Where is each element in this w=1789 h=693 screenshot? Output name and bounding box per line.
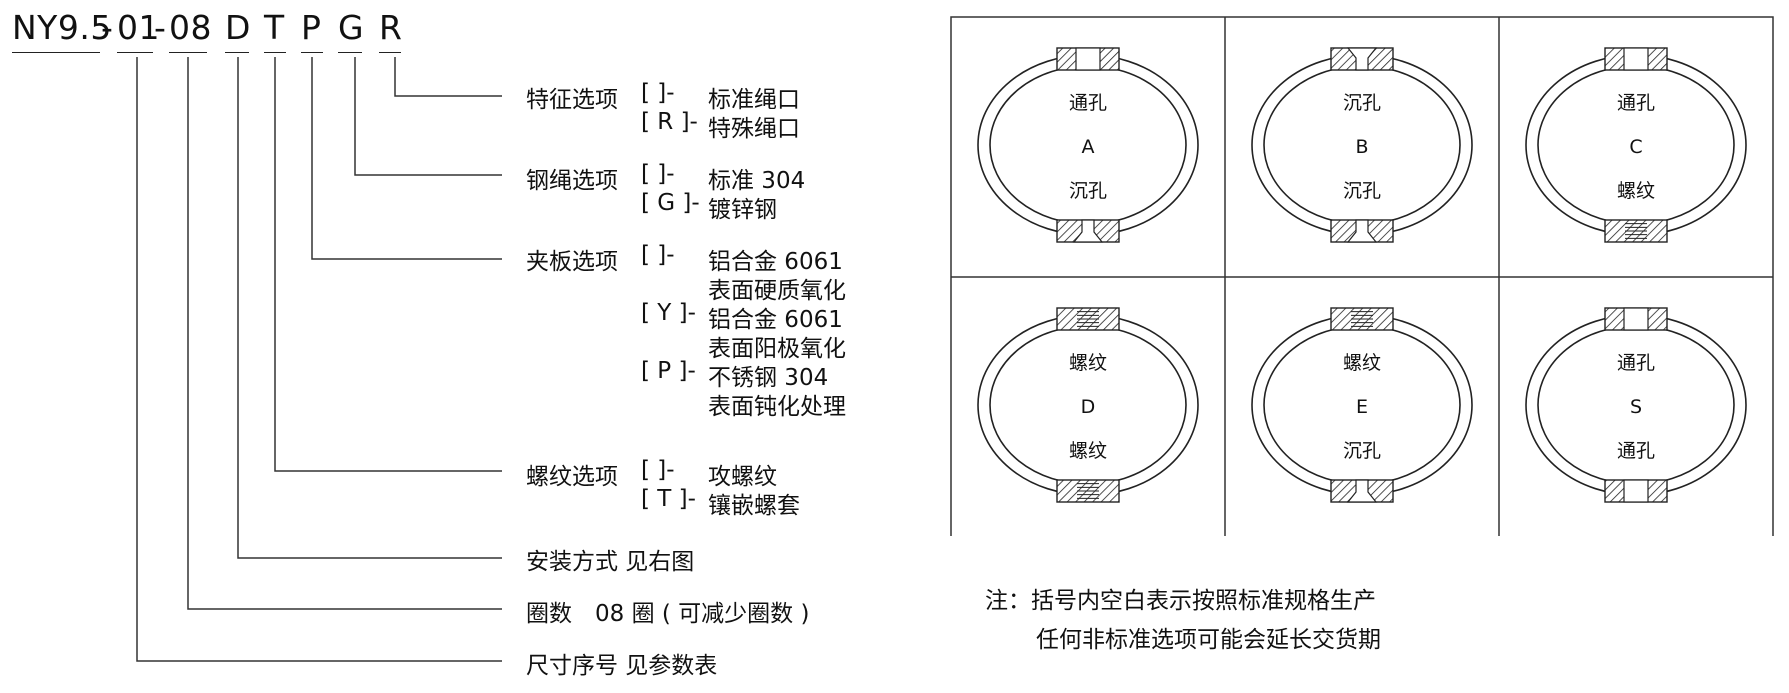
option-code: [ Y ]-	[641, 300, 696, 326]
mount-cell-s: 通孔 S 通孔	[1525, 307, 1747, 503]
option-code: [ ]-	[641, 161, 675, 187]
mount-cell-d: 螺纹 D 螺纹	[977, 307, 1199, 503]
clamp-block	[1604, 307, 1668, 331]
option-desc: 标准 304	[708, 168, 806, 194]
option-size: 尺寸序号 见参数表	[526, 653, 718, 679]
clamp-block	[1330, 219, 1394, 243]
option-desc: 不锈钢 304	[708, 365, 829, 391]
note-line-1: 注：括号内空白表示按照标准规格生产	[985, 588, 1376, 614]
mount-cell-e: 螺纹 E 沉孔	[1251, 307, 1473, 503]
cell-top-label: 通孔	[1617, 92, 1655, 114]
cell-letter: C	[1629, 136, 1642, 158]
note-line-2: 任何非标准选项可能会延长交货期	[1036, 627, 1381, 653]
option-desc-2: 表面钝化处理	[708, 394, 846, 420]
mount-cell-b: 沉孔 B 沉孔	[1251, 47, 1473, 243]
leader-mount	[237, 57, 502, 559]
cell-top-label: 通孔	[1617, 352, 1655, 374]
leader-size	[136, 57, 502, 662]
option-code: [ ]-	[641, 457, 675, 483]
option-desc: 镶嵌螺套	[708, 493, 800, 519]
code-feature: R	[379, 8, 403, 47]
underline-wire	[338, 52, 362, 53]
cell-bottom-label: 沉孔	[1343, 440, 1381, 462]
option-desc-2: 表面阳极氧化	[708, 336, 846, 362]
leader-wire	[354, 57, 502, 176]
code-series: 01	[117, 8, 160, 47]
option-wire-title: 钢绳选项	[526, 168, 618, 194]
option-code: [ R ]-	[641, 109, 698, 135]
cell-top-label: 螺纹	[1069, 352, 1107, 374]
clamp-block	[1330, 479, 1394, 503]
underline-series	[117, 52, 153, 53]
underline-mount	[225, 52, 249, 53]
clamp-block	[1604, 479, 1668, 503]
option-plate-title: 夹板选项	[526, 249, 618, 275]
clamp-block	[1056, 219, 1120, 243]
cell-letter: S	[1630, 396, 1642, 418]
cell-bottom-label: 沉孔	[1069, 180, 1107, 202]
leader-thread	[274, 57, 502, 472]
option-code: [ ]-	[641, 242, 675, 268]
cell-bottom-label: 通孔	[1617, 440, 1655, 462]
clamp-block	[1330, 307, 1394, 331]
option-desc: 标准绳口	[708, 87, 800, 113]
cell-letter: D	[1081, 396, 1096, 418]
code-wire: G	[338, 8, 365, 47]
code-size: NY9.5	[12, 8, 112, 47]
cell-bottom-label: 螺纹	[1617, 180, 1655, 202]
cell-bottom-label: 沉孔	[1343, 180, 1381, 202]
option-desc-2: 表面硬质氧化	[708, 278, 846, 304]
cell-letter: E	[1356, 396, 1368, 418]
clamp-block	[1604, 47, 1668, 71]
option-mount: 安装方式 见右图	[526, 549, 695, 575]
cell-top-label: 螺纹	[1343, 352, 1381, 374]
cell-top-label: 通孔	[1069, 92, 1107, 114]
leader-feature	[394, 57, 502, 97]
option-code: [ T ]-	[641, 486, 696, 512]
code-mount: D	[225, 8, 251, 47]
option-desc: 特殊绳口	[708, 116, 800, 142]
option-code: [ ]-	[641, 80, 675, 106]
code-thread: T	[264, 8, 285, 47]
underline-thread	[264, 52, 286, 53]
underline-feature	[379, 52, 401, 53]
cell-top-label: 沉孔	[1343, 92, 1381, 114]
option-desc: 镀锌钢	[708, 197, 777, 223]
option-feature-title: 特征选项	[526, 87, 618, 113]
clamp-block	[1056, 479, 1120, 503]
underline-coils	[169, 52, 207, 53]
underline-size	[12, 52, 100, 53]
code-dash-2: -	[154, 8, 167, 47]
leader-plate	[311, 57, 502, 260]
cell-letter: A	[1082, 136, 1095, 158]
clamp-block	[1330, 47, 1394, 71]
clamp-block	[1604, 219, 1668, 243]
option-desc: 攻螺纹	[708, 464, 777, 490]
code-plate: P	[301, 8, 322, 47]
option-thread-title: 螺纹选项	[526, 464, 618, 490]
option-desc: 铝合金 6061	[708, 249, 843, 275]
clamp-block	[1056, 47, 1120, 71]
mount-cell-c: 通孔 C 螺纹	[1525, 47, 1747, 243]
option-desc: 铝合金 6061	[708, 307, 843, 333]
cell-bottom-label: 螺纹	[1069, 440, 1107, 462]
code-dash-1: -	[101, 8, 114, 47]
cell-letter: B	[1355, 136, 1368, 158]
option-code: [ P ]-	[641, 358, 696, 384]
leader-coils	[187, 57, 502, 610]
clamp-block	[1056, 307, 1120, 331]
option-coils: 圈数 08 圈 ( 可减少圈数 )	[526, 601, 810, 627]
option-code: [ G ]-	[641, 190, 700, 216]
code-coils: 08	[169, 8, 212, 47]
mount-cell-a: 通孔 A 沉孔	[977, 47, 1199, 243]
underline-plate	[301, 52, 323, 53]
